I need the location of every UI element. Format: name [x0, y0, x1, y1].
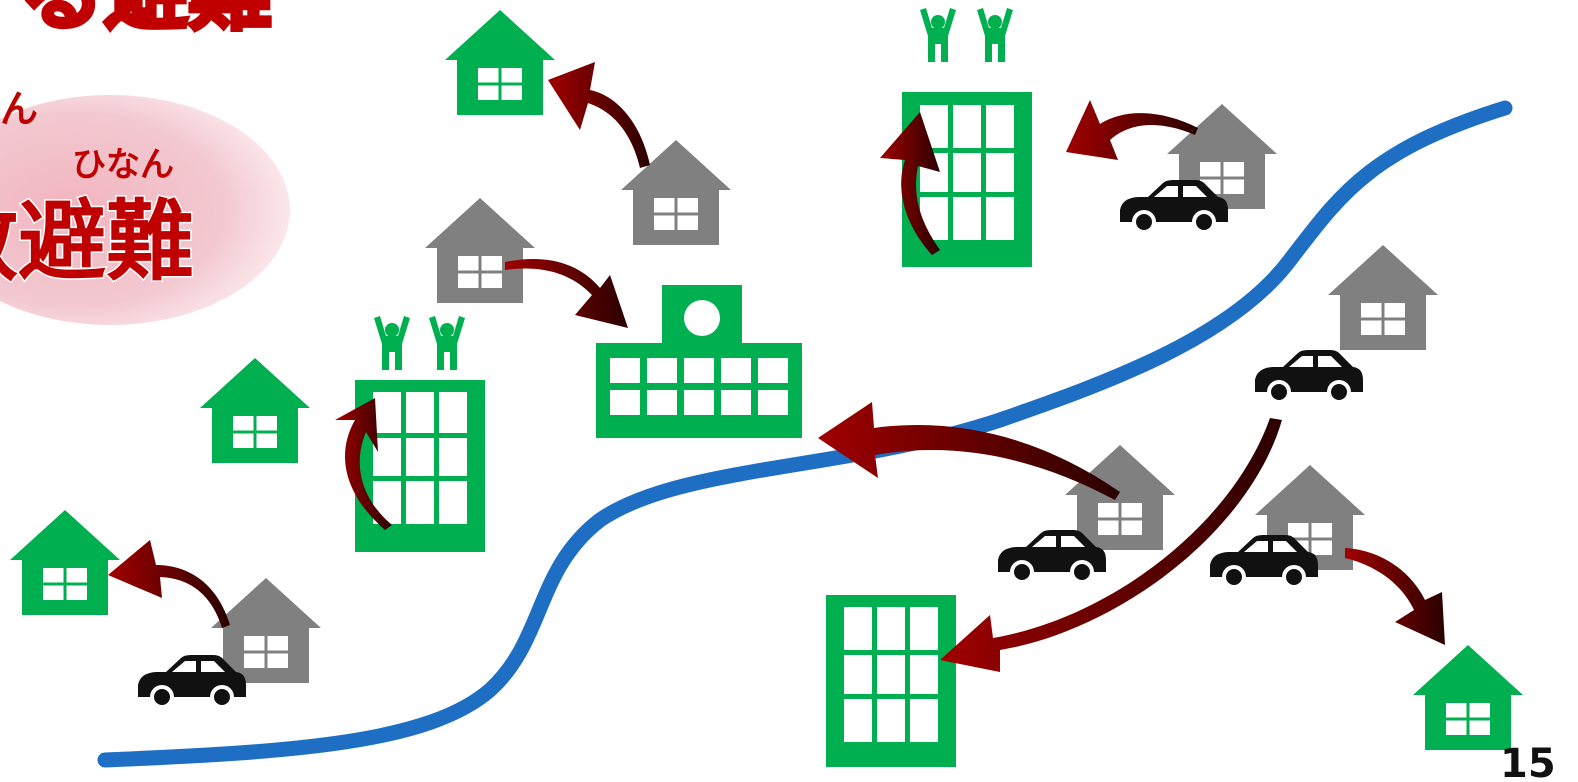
house-icon: [1328, 245, 1438, 350]
title-fragment: る避難: [20, 0, 272, 42]
evacuation-arrow: [940, 418, 1282, 672]
house-icon: [445, 10, 555, 115]
person-icon: [977, 8, 1013, 62]
building-icon: [826, 595, 956, 767]
badge-text: 散避難: [0, 190, 194, 293]
dispersed-evacuation-badge: ん ひなん 散避難: [0, 87, 290, 325]
house-icon: [1413, 645, 1523, 750]
evacuation-arrow: [880, 112, 940, 255]
page-number: 15: [1500, 741, 1556, 782]
house-icon: [200, 358, 310, 463]
school-icon: [596, 285, 802, 438]
ruby-right: ひなん: [72, 145, 174, 185]
evacuation-arrow: [108, 540, 230, 628]
river-line: [97, 100, 1513, 768]
evacuation-arrow: [818, 402, 1120, 500]
person-icon: [429, 316, 465, 370]
evacuation-arrow: [1345, 548, 1445, 645]
building-icon: [355, 316, 485, 552]
evacuation-arrow: [335, 398, 392, 530]
evacuation-arrow: [1066, 100, 1198, 160]
house-icon: [425, 198, 535, 303]
evacuation-arrow: [548, 62, 650, 168]
evacuation-arrow: [505, 259, 628, 328]
house-icon: [10, 510, 120, 615]
ruby-left: ん: [0, 87, 38, 131]
person-icon: [920, 8, 956, 62]
car-icon: [1255, 350, 1363, 404]
person-icon: [374, 316, 410, 370]
